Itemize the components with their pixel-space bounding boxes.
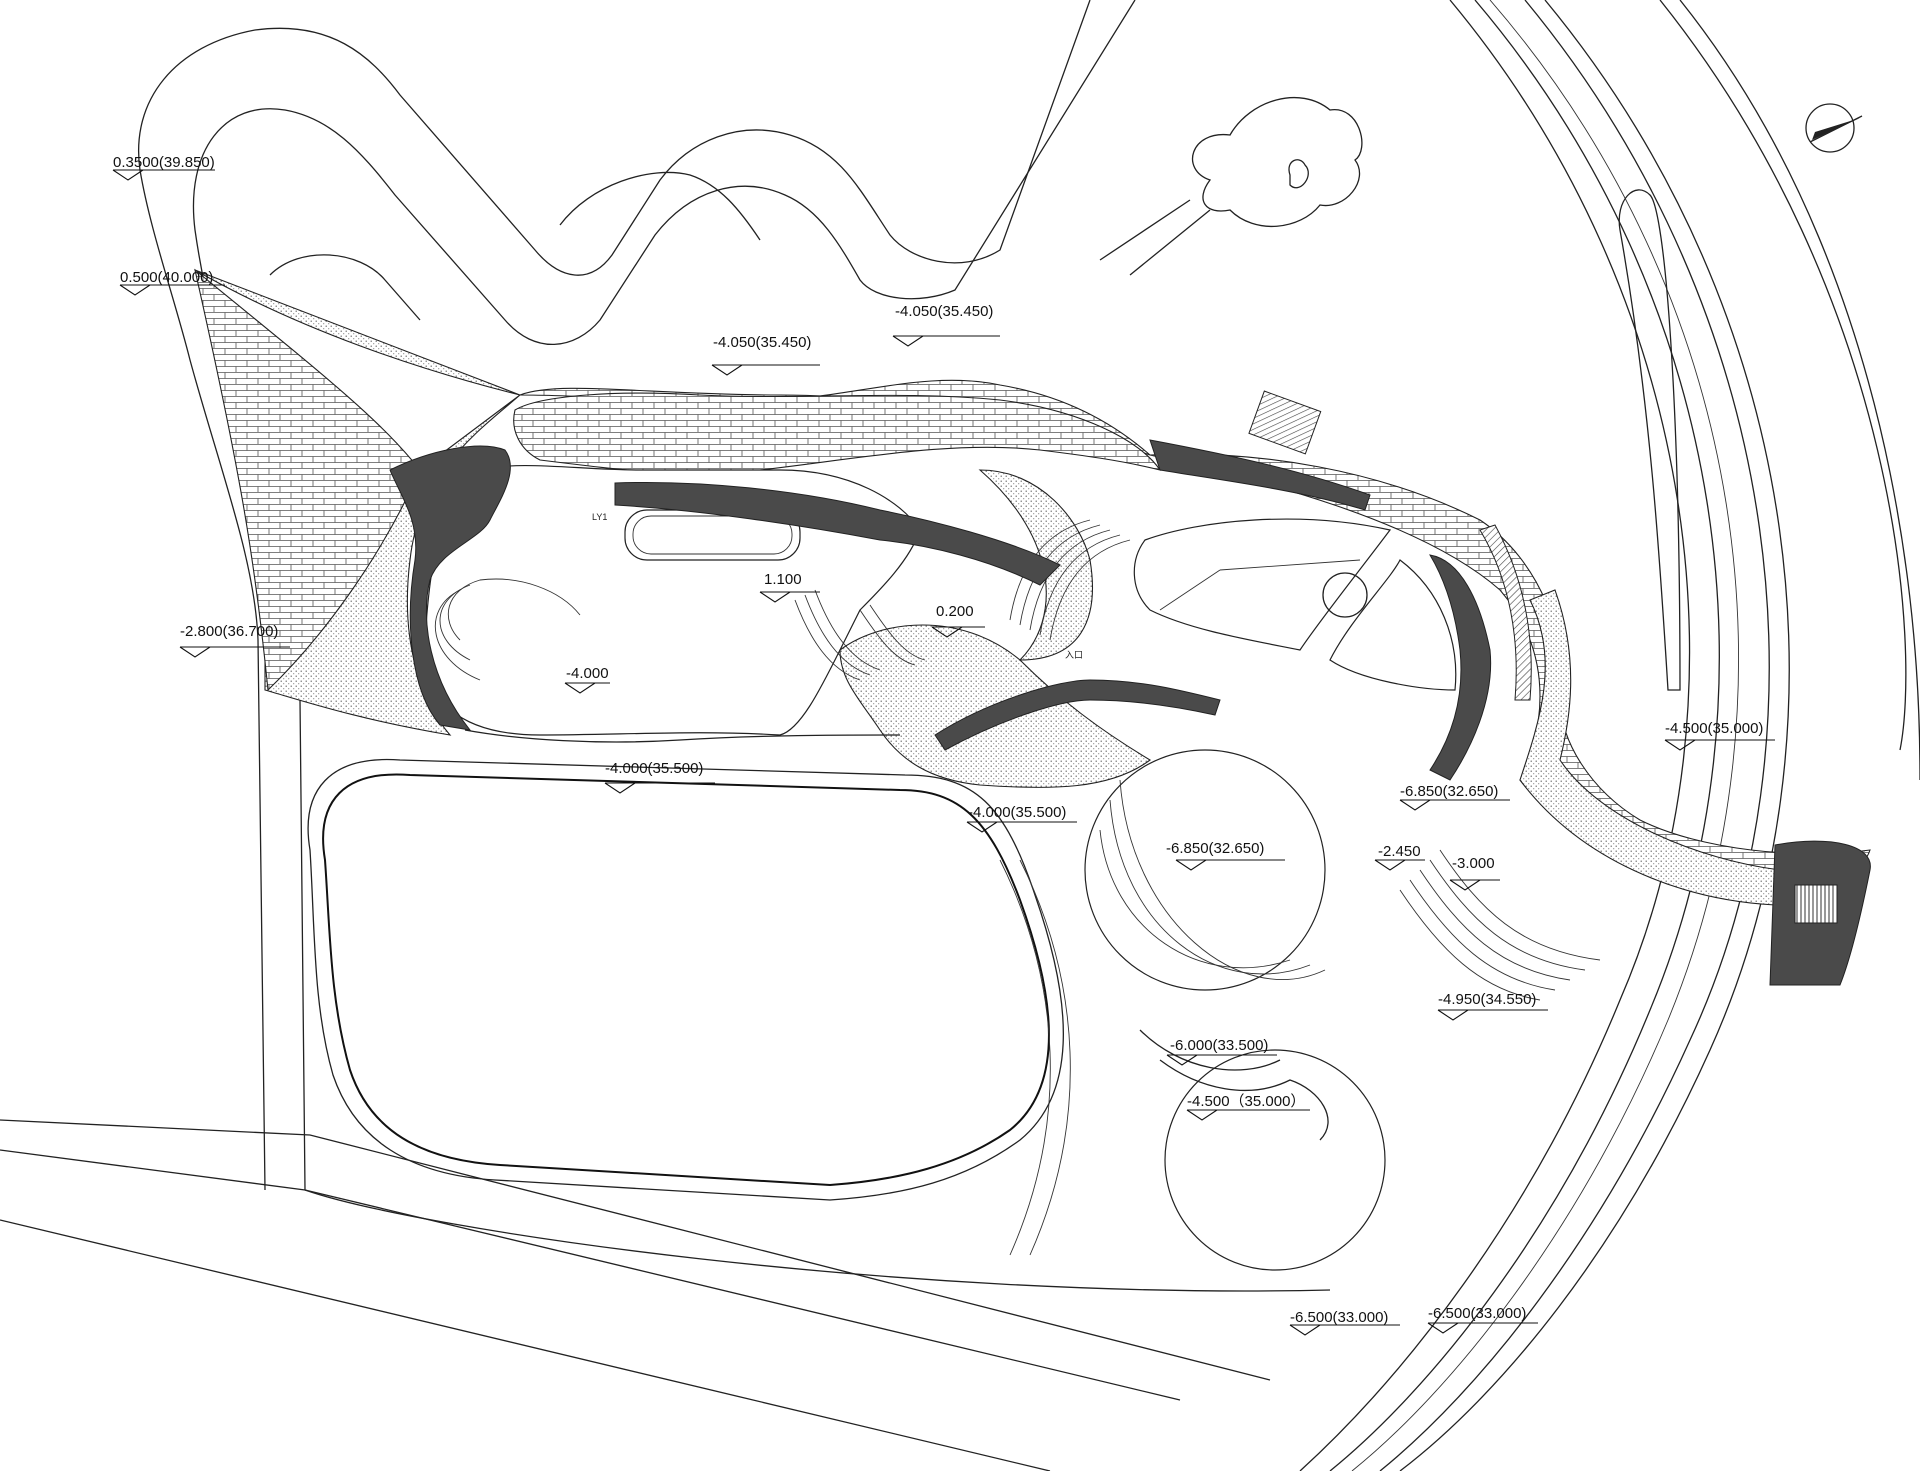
elevation-label: -3.000: [1452, 855, 1495, 872]
elevation-label: -4.000(35.500): [968, 804, 1066, 821]
elevation-label: 0.500(40.000): [120, 269, 213, 286]
elevation-label: -4.050(35.450): [713, 334, 811, 351]
elevation-markers: [112, 169, 1775, 1336]
elevation-label: -6.850(32.650): [1166, 840, 1264, 857]
elevation-label: 1.100: [764, 571, 802, 588]
building-roof: [194, 268, 1871, 906]
stair-code-label: LY1: [592, 512, 607, 522]
elevation-label: -4.000: [566, 665, 609, 682]
elevation-label: -6.500(33.000): [1290, 1309, 1388, 1326]
elevation-label: -4.500（35.000）: [1187, 1093, 1305, 1110]
north-arrow-icon: [1805, 103, 1863, 153]
ramp-stair: [1794, 884, 1838, 924]
circular-courts: [1084, 749, 1601, 1271]
elevation-label: 0.200: [936, 603, 974, 620]
elevation-label: -4.050(35.450): [895, 303, 993, 320]
entrance-label: 入口: [1065, 650, 1083, 660]
elevation-label: -2.800(36.700): [180, 623, 278, 640]
elevation-label: -6.850(32.650): [1400, 783, 1498, 800]
elevation-label: -4.950(34.550): [1438, 991, 1536, 1008]
elevation-label: -6.500(33.000): [1428, 1305, 1526, 1322]
elevation-label: -4.500(35.000): [1665, 720, 1763, 737]
elevation-labels: 0.3500(39.850) 0.500(40.000) -4.050(35.4…: [113, 154, 1763, 1326]
elevation-label: -2.450: [1378, 843, 1421, 860]
elevation-label: -6.000(33.500): [1170, 1037, 1268, 1054]
elevation-label: 0.3500(39.850): [113, 154, 215, 171]
elevation-label: -4.000(35.500): [605, 760, 703, 777]
sports-field: [307, 758, 1071, 1256]
